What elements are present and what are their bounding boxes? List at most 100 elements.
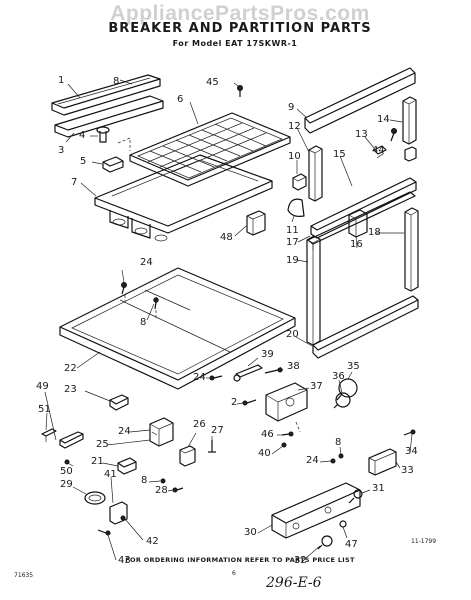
callout-39: 39 xyxy=(261,349,274,360)
diagram-subtitle: For Model EAT 17SKWR-1 xyxy=(172,39,298,48)
callout-41: 41 xyxy=(104,469,117,480)
callout-27: 27 xyxy=(211,425,224,436)
part-bulb-35 xyxy=(336,378,358,401)
callout-17: 17 xyxy=(286,237,299,248)
part-screw-24b xyxy=(209,375,223,381)
callout-24b: 24 xyxy=(193,372,206,383)
part-screw-8c xyxy=(160,478,166,484)
part-light-housing-37 xyxy=(265,382,308,422)
part-rail-20 xyxy=(312,295,419,359)
part-screw-4 xyxy=(96,126,110,143)
part-rail-9 xyxy=(304,67,416,134)
callout-47: 47 xyxy=(345,539,358,550)
part-cover-33 xyxy=(368,448,397,476)
part-screw-44 xyxy=(390,128,397,142)
part-connector-51 xyxy=(41,428,57,442)
callout-25: 25 xyxy=(96,439,109,450)
part-screw-43 xyxy=(97,529,111,536)
part-clip-23 xyxy=(109,394,129,411)
callout-15: 15 xyxy=(333,149,346,160)
callout-36: 36 xyxy=(332,371,345,382)
part-screw-8d xyxy=(338,453,344,459)
diagram-title: BREAKER AND PARTITION PARTS xyxy=(108,21,372,36)
callout-42: 42 xyxy=(146,536,159,547)
callout-48: 48 xyxy=(220,232,233,243)
part-screw-24a xyxy=(121,282,127,295)
watermark: AppliancePartsPros.com xyxy=(110,2,370,25)
callout-49: 49 xyxy=(36,381,49,392)
callout-34: 34 xyxy=(405,446,418,457)
part-control-housing-30 xyxy=(271,482,361,539)
callout-28: 28 xyxy=(155,485,168,496)
part-post-19 xyxy=(306,235,321,346)
part-relay-25 xyxy=(149,417,174,447)
part-screw-42 xyxy=(120,515,126,521)
callout-29: 29 xyxy=(60,479,73,490)
part-post-12 xyxy=(308,145,323,202)
part-bulb-36 xyxy=(333,392,351,409)
part-rail-15 xyxy=(310,177,417,239)
leader-lines xyxy=(44,79,413,561)
part-screw-28 xyxy=(172,487,184,493)
part-knob-32 xyxy=(317,535,333,550)
part-breaker-strip-lower xyxy=(54,95,164,138)
page-number: 6 xyxy=(232,570,236,577)
part-screw-34 xyxy=(403,429,416,436)
callout-46: 46 xyxy=(261,429,274,440)
part-coil-29 xyxy=(84,491,106,505)
part-breaker-strip-top xyxy=(51,74,161,116)
callout-8c: 8 xyxy=(141,475,148,486)
callout-18: 18 xyxy=(368,227,381,238)
callout-11: 11 xyxy=(286,225,299,236)
callout-8b: 8 xyxy=(140,317,147,328)
handwritten-note: 296-E-6 xyxy=(266,575,322,591)
callout-3: 3 xyxy=(58,145,65,156)
callout-20: 20 xyxy=(286,329,299,340)
part-post-14 xyxy=(402,96,417,145)
part-strip-49 xyxy=(59,431,84,449)
callout-13: 13 xyxy=(355,129,368,140)
part-switch-16 xyxy=(348,209,368,238)
part-screw-46 xyxy=(281,431,294,437)
callout-4: 4 xyxy=(79,130,86,141)
callout-33: 33 xyxy=(401,465,414,476)
part-block-5 xyxy=(102,156,124,173)
callout-6: 6 xyxy=(177,94,184,105)
part-grille-6 xyxy=(129,112,291,187)
part-screw-13 xyxy=(373,145,387,155)
callout-26: 26 xyxy=(193,419,206,430)
callout-7: 7 xyxy=(71,177,78,188)
callout-37: 37 xyxy=(310,381,323,392)
callout-24d: 24 xyxy=(118,426,131,437)
part-screw-24c xyxy=(330,458,336,464)
callout-19: 19 xyxy=(286,255,299,266)
callout-35: 35 xyxy=(347,361,360,372)
callout-30: 30 xyxy=(244,527,257,538)
part-post-18 xyxy=(404,207,419,292)
callout-24a: 24 xyxy=(140,257,153,268)
part-knob-47 xyxy=(339,520,347,528)
part-relay-26 xyxy=(179,445,196,467)
part-clip-10 xyxy=(292,173,307,191)
callout-40: 40 xyxy=(258,448,271,459)
callout-38: 38 xyxy=(287,361,300,372)
part-screw-8b xyxy=(153,297,159,310)
callout-31: 31 xyxy=(372,483,385,494)
callout-12: 12 xyxy=(288,121,301,132)
callout-51: 51 xyxy=(38,404,51,415)
part-breaker-assembly-7 xyxy=(94,154,273,242)
callout-43: 43 xyxy=(118,555,131,566)
callout-44: 44 xyxy=(372,145,385,156)
ordering-note: FOR ORDERING INFORMATION REFER TO PARTS … xyxy=(125,556,355,564)
callout-9: 9 xyxy=(288,102,295,113)
part-screw-2 xyxy=(242,399,257,406)
callout-2: 2 xyxy=(231,397,238,408)
callout-21: 21 xyxy=(91,456,104,467)
part-partition-pan-22 xyxy=(59,267,296,390)
part-screw-45 xyxy=(237,85,243,97)
part-screw-38 xyxy=(264,367,283,374)
part-bracket-41 xyxy=(109,501,128,525)
callout-16: 16 xyxy=(350,239,363,250)
